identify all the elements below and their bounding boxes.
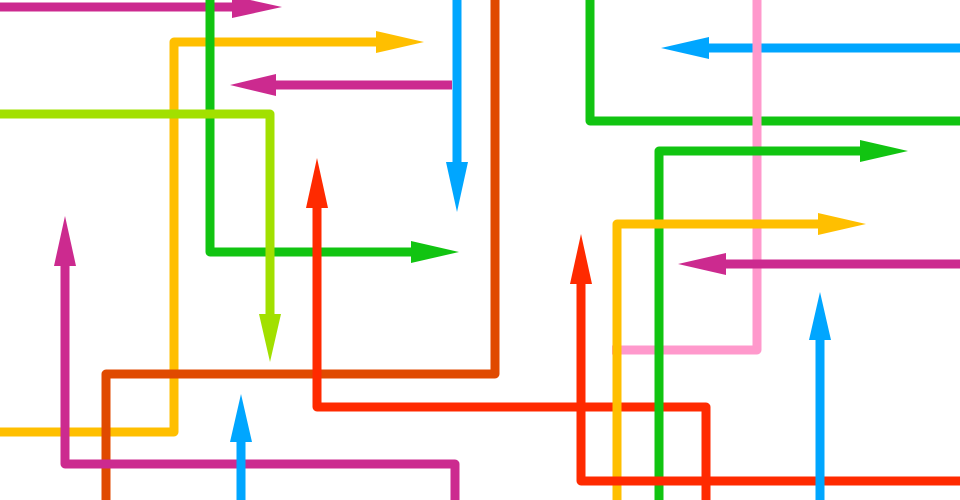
arrow-red-up-left <box>306 158 711 500</box>
arrow-magenta-left-right <box>678 253 960 275</box>
line-green-top-right <box>585 0 960 126</box>
arrow-yellow-right-lower <box>612 213 866 500</box>
line-orange <box>101 0 500 500</box>
arrow-magenta-left <box>230 74 452 96</box>
arrow-blue-left <box>661 37 960 59</box>
arrow-yellow-right <box>0 31 424 437</box>
arrow-magenta-up <box>54 216 460 500</box>
arrow-blue-down <box>446 0 468 212</box>
arrow-green-right-lower <box>654 140 908 500</box>
arrow-red-up-right <box>570 234 960 486</box>
arrow-blue-up-right <box>809 292 831 500</box>
arrow-blue-up-small <box>230 394 252 500</box>
arrow-magenta-top-right <box>0 0 282 18</box>
arrow-lime-down <box>0 109 281 362</box>
arrow-green-right <box>205 0 459 263</box>
